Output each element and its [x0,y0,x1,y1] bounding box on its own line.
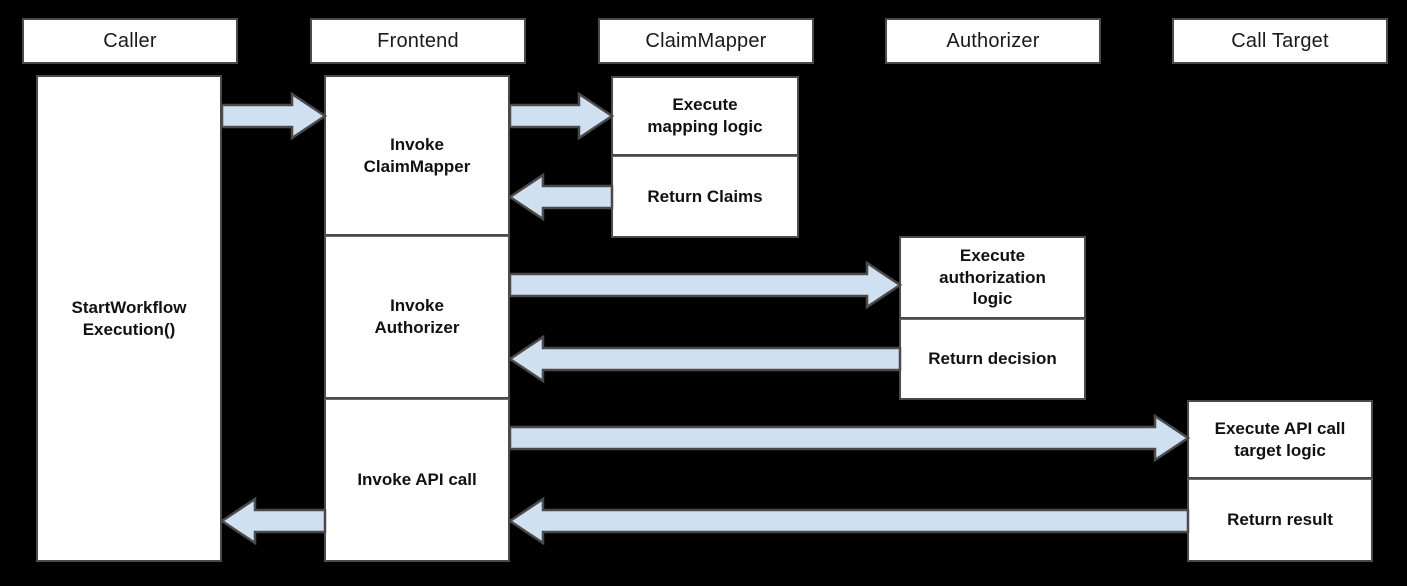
activation-frontend-invoke-authorizer-label: Invoke Authorizer [374,296,460,337]
activation-authorizer-return-decision-label: Return decision [928,349,1057,369]
arrow-frontend-to-caller [219,496,327,546]
lane-header-claimmapper-label: ClaimMapper [645,29,767,52]
activation-calltarget-execute-api-call-target-logic: Execute API call target logic [1187,400,1373,479]
activation-calltarget-execute-api-call-target-logic-label: Execute API call target logic [1214,418,1346,460]
activation-calltarget-return-result: Return result [1187,479,1373,562]
lane-header-frontend: Frontend [310,18,526,64]
activation-frontend-invoke-authorizer: Invoke Authorizer [324,236,510,399]
activation-claimmapper-return-claims-label: Return Claims [647,186,763,206]
lane-header-call-target: Call Target [1172,18,1388,64]
activation-claimmapper-return-claims: Return Claims [611,156,799,238]
lane-header-caller-label: Caller [103,29,157,52]
activation-authorizer-execute-authorization-logic: Execute authorization logic [899,236,1086,319]
arrow-call-target-to-frontend [507,496,1190,546]
activation-claimmapper-execute-mapping-logic: Execute mapping logic [611,76,799,156]
activation-caller-start-workflow: StartWorkflow Execution() [36,75,222,562]
activation-frontend-invoke-claimmapper: Invoke ClaimMapper [324,75,510,236]
lane-header-frontend-label: Frontend [377,29,459,52]
activation-frontend-invoke-api-call: Invoke API call [324,399,510,562]
activation-authorizer-return-decision: Return decision [899,319,1086,400]
lane-header-claimmapper: ClaimMapper [598,18,814,64]
activation-authorizer-execute-authorization-logic-label: Execute authorization logic [939,245,1046,309]
activation-claimmapper-execute-mapping-logic-label: Execute mapping logic [647,95,763,136]
activation-frontend-invoke-api-call-label: Invoke API call [357,470,477,490]
lane-header-authorizer: Authorizer [885,18,1101,64]
arrow-frontend-to-claimmapper [508,91,615,141]
activation-calltarget-return-result-label: Return result [1227,510,1333,530]
arrow-frontend-to-authorizer [508,260,903,310]
lane-header-call-target-label: Call Target [1231,29,1329,52]
activation-frontend-invoke-claimmapper-label: Invoke ClaimMapper [363,134,471,176]
lane-header-authorizer-label: Authorizer [946,29,1040,52]
arrow-frontend-to-call-target [508,413,1191,463]
arrow-authorizer-to-frontend [507,334,902,384]
arrow-caller-to-frontend [220,91,328,141]
arrow-claimmapper-to-frontend [507,172,614,222]
activation-caller-start-workflow-label: StartWorkflow Execution() [71,297,187,339]
lane-header-caller: Caller [22,18,238,64]
